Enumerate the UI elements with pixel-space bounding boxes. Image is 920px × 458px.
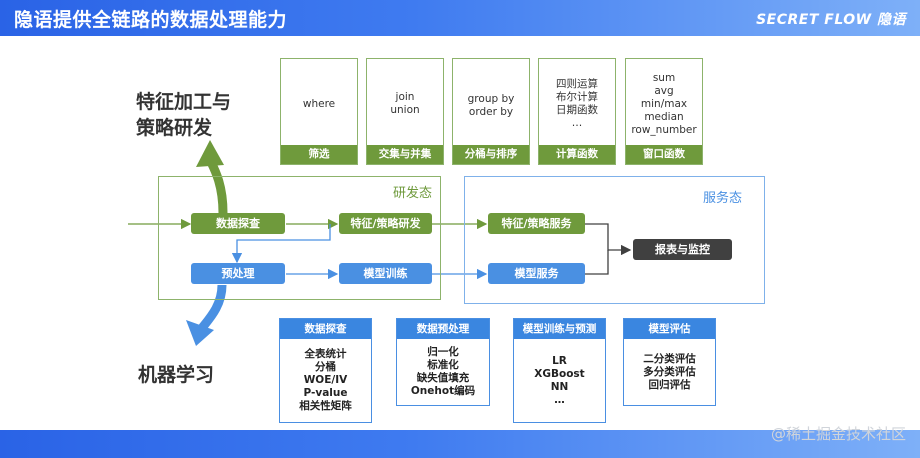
feature-line: 归一化	[427, 346, 459, 358]
label-line: 特征加工与	[136, 91, 232, 113]
region-service-label: 服务态	[702, 191, 742, 206]
feature-line: P-value	[303, 387, 348, 399]
op-line: group by	[467, 93, 515, 105]
node-feature-dev: 特征/策略研发	[339, 213, 432, 234]
node-data-explore: 数据探查	[191, 213, 285, 234]
node-feature-service: 特征/策略服务	[488, 213, 585, 234]
label-line: 策略研发	[136, 117, 213, 139]
feature-card-title: 数据预处理	[397, 319, 489, 339]
feature-line: 缺失值填充	[416, 372, 470, 384]
label-machine-learning: 机器学习	[138, 364, 215, 386]
node-model-train: 模型训练	[339, 263, 432, 284]
op-footer: 分桶与排序	[453, 145, 529, 164]
watermark: @稀土掘金技术社区	[770, 425, 906, 443]
feature-line: 多分类评估	[643, 365, 696, 378]
node-report-monitor: 报表与监控	[633, 239, 732, 260]
op-line: 日期函数	[556, 104, 598, 116]
feature-card-title: 模型评估	[624, 319, 715, 339]
feature-line: XGBoost	[534, 367, 585, 380]
feature-line: 相关性矩阵	[299, 400, 352, 412]
feature-card-train: 模型训练与预测 LR XGBoost NN …	[513, 318, 606, 423]
op-card-group: group by order by 分桶与排序	[452, 58, 530, 165]
op-line: …	[571, 117, 583, 129]
op-footer: 筛选	[281, 145, 357, 164]
feature-card-preprocess: 数据预处理 归一化 标准化 缺失值填充 Onehot编码	[396, 318, 490, 406]
op-line: avg	[654, 84, 674, 97]
feature-line: …	[554, 393, 565, 406]
op-line: sum	[652, 71, 676, 84]
region-dev-label: 研发态	[392, 186, 432, 201]
op-line: order by	[468, 106, 514, 118]
feature-card-title: 模型训练与预测	[514, 319, 605, 339]
header-bar: 隐语提供全链路的数据处理能力 SECRET FLOW 隐语	[0, 0, 920, 36]
feature-line: 标准化	[427, 359, 459, 371]
feature-line: Onehot编码	[410, 385, 476, 397]
label-feature-strategy: 特征加工与 策略研发	[136, 89, 231, 141]
op-line: where	[302, 97, 336, 110]
feature-card-eval: 模型评估 二分类评估 多分类评估 回归评估	[623, 318, 716, 406]
brand-logo: SECRET FLOW 隐语	[756, 12, 906, 28]
feature-line: 全表统计	[304, 348, 347, 360]
op-line: min/max	[640, 97, 688, 110]
feature-card-explore: 数据探查 全表统计 分桶 WOE/IV P-value 相关性矩阵	[279, 318, 372, 423]
feature-line: LR	[552, 354, 567, 367]
feature-line: 二分类评估	[643, 352, 696, 365]
op-footer: 窗口函数	[626, 145, 702, 164]
node-preprocess: 预处理	[191, 263, 285, 284]
page-title: 隐语提供全链路的数据处理能力	[14, 9, 288, 31]
op-card-join: join union 交集与并集	[366, 58, 444, 165]
op-line: union	[390, 104, 420, 116]
feature-line: NN	[550, 380, 569, 393]
region-service: 服务态	[464, 176, 765, 304]
op-line: median	[644, 110, 684, 123]
op-footer: 交集与并集	[367, 145, 443, 164]
feature-line: 回归评估	[648, 378, 691, 391]
footer-bar	[0, 430, 920, 458]
op-card-window: sum avg min/max median row_number 窗口函数	[625, 58, 703, 165]
region-dev: 研发态	[158, 176, 441, 300]
op-line: 布尔计算	[556, 91, 598, 103]
feature-line: 分桶	[315, 361, 336, 373]
op-card-compute: 四则运算 布尔计算 日期函数 … 计算函数	[538, 58, 616, 165]
op-footer: 计算函数	[539, 145, 615, 164]
op-card-filter: where 筛选	[280, 58, 358, 165]
node-model-service: 模型服务	[488, 263, 585, 284]
feature-card-title: 数据探查	[280, 319, 371, 339]
op-line: 四则运算	[556, 78, 598, 90]
op-line: row_number	[631, 123, 697, 136]
feature-line: WOE/IV	[303, 374, 348, 386]
op-line: join	[395, 91, 415, 103]
